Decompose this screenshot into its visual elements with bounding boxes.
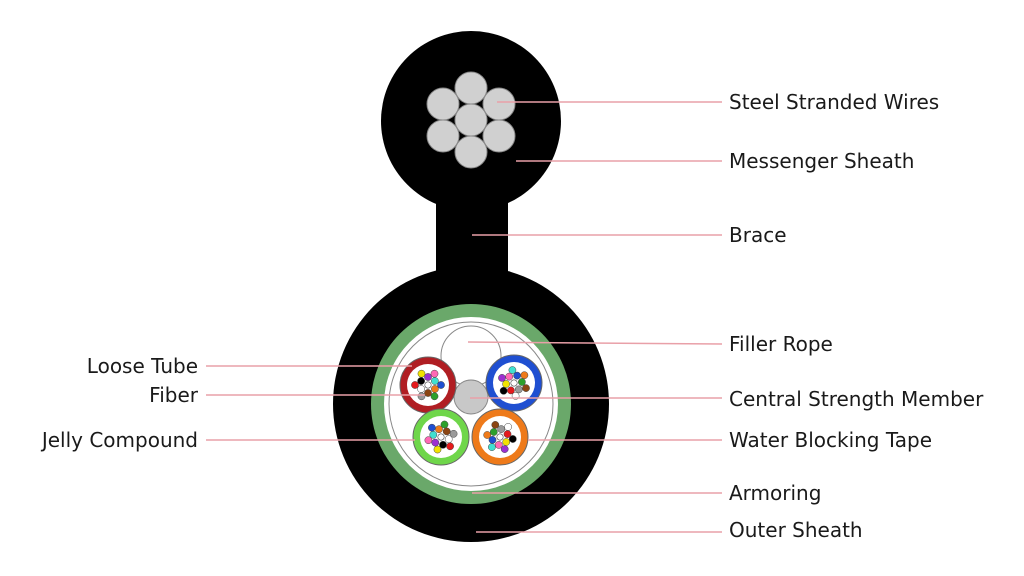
fiber — [417, 377, 425, 385]
fiber — [440, 420, 449, 429]
fiber — [433, 445, 442, 454]
messenger-section — [381, 31, 561, 211]
label-loose-tube: Loose Tube — [87, 354, 198, 378]
fiber — [510, 379, 518, 387]
fiber — [428, 423, 436, 432]
loose-tube — [412, 408, 470, 466]
label-armoring: Armoring — [729, 481, 821, 505]
fiber — [431, 377, 439, 385]
label-filler-rope: Filler Rope — [729, 332, 833, 356]
fiber — [503, 430, 512, 438]
fiber — [514, 385, 523, 394]
cable-body — [333, 266, 609, 542]
fiber — [502, 438, 511, 446]
fiber — [505, 372, 514, 381]
fiber — [507, 386, 515, 395]
fiber — [498, 374, 506, 382]
leader-lines — [206, 101, 723, 533]
fiber — [449, 429, 458, 438]
fiber — [502, 380, 510, 388]
loose-tube — [471, 408, 529, 466]
fiber — [437, 433, 445, 441]
fiber — [431, 385, 439, 393]
fiber — [424, 436, 433, 445]
left-labels: Loose Tube Fiber Jelly Compound — [40, 354, 199, 452]
steel-wire — [426, 87, 460, 121]
label-jelly-compound: Jelly Compound — [40, 428, 198, 452]
fiber — [431, 438, 440, 447]
steel-wire — [426, 119, 460, 153]
fiber — [424, 389, 432, 397]
fiber — [435, 425, 443, 434]
label-messenger-sheath: Messenger Sheath — [729, 149, 914, 173]
fiber — [483, 431, 492, 439]
right-labels: Steel Stranded Wires Messenger Sheath Br… — [729, 90, 984, 542]
fiber — [508, 366, 517, 374]
steel-wire — [482, 87, 516, 121]
fiber — [518, 378, 526, 386]
fiber — [513, 371, 521, 380]
central-strength-member — [453, 379, 489, 415]
fiber — [429, 430, 438, 439]
steel-wire — [454, 135, 488, 169]
steel-wire-center — [454, 103, 488, 137]
fiber — [520, 371, 529, 380]
label-central-strength-member: Central Strength Member — [729, 387, 984, 411]
label-outer-sheath: Outer Sheath — [729, 518, 863, 542]
fiber — [430, 392, 439, 401]
fiber — [430, 369, 439, 378]
leader-filler-rope — [467, 341, 723, 345]
fiber — [444, 435, 453, 444]
fiber — [491, 421, 500, 429]
fiber — [424, 381, 432, 389]
fiber — [446, 442, 454, 451]
fiber — [488, 436, 497, 444]
label-brace: Brace — [729, 223, 787, 247]
label-water-blocking-tape: Water Blocking Tape — [729, 428, 932, 452]
fiber — [411, 381, 419, 389]
steel-wire — [482, 119, 516, 153]
fiber — [499, 386, 508, 395]
fiber — [496, 433, 504, 441]
fiber — [494, 441, 503, 449]
fiber — [522, 384, 530, 392]
fiber — [439, 440, 447, 449]
fiber — [489, 428, 498, 436]
fiber — [437, 381, 445, 389]
fiber — [497, 425, 506, 433]
fiber — [424, 373, 432, 381]
loose-tube — [485, 354, 543, 412]
fiber — [417, 392, 426, 401]
fiber — [508, 435, 517, 443]
steel-stranded-wires — [426, 71, 516, 169]
fiber — [504, 423, 512, 431]
fiber — [488, 443, 496, 451]
steel-wire — [454, 71, 488, 105]
fiber — [442, 427, 451, 436]
fiber — [417, 385, 425, 393]
fiber — [417, 369, 426, 378]
label-fiber: Fiber — [149, 383, 199, 407]
label-steel-stranded-wires: Steel Stranded Wires — [729, 90, 939, 114]
